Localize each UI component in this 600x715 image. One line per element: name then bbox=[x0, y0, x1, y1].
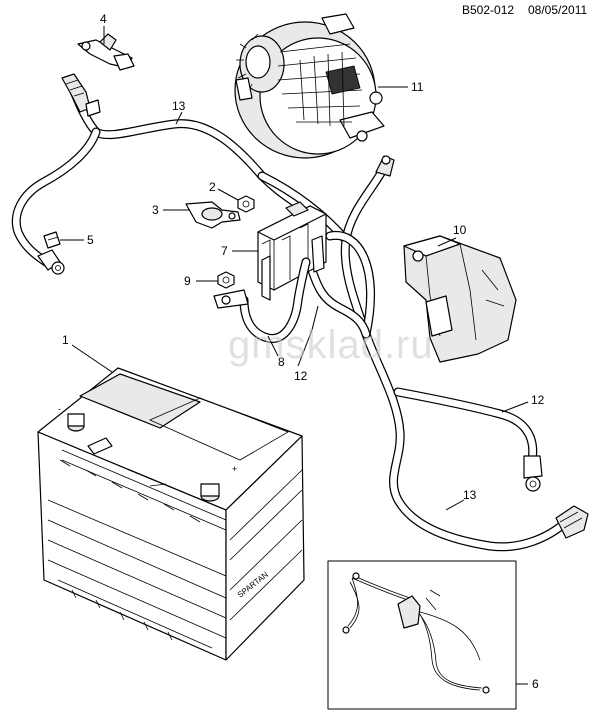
callout-13-top: 13 bbox=[172, 99, 186, 113]
callout-8: 8 bbox=[278, 355, 285, 369]
connector-lower-right bbox=[555, 505, 589, 539]
callout-1: 1 bbox=[62, 333, 69, 347]
ring-terminal-left bbox=[37, 249, 65, 275]
fuse-cover-10 bbox=[403, 235, 517, 363]
callout-6: 6 bbox=[532, 677, 539, 691]
alternator bbox=[234, 13, 385, 159]
ring-terminal-right bbox=[523, 455, 543, 492]
callout-5: 5 bbox=[87, 233, 94, 247]
callout-12-center: 12 bbox=[294, 369, 308, 383]
callout-3: 3 bbox=[152, 203, 159, 217]
diagram-code: B502-012 bbox=[462, 3, 514, 17]
bolt-5 bbox=[43, 231, 61, 249]
cable-13-upper bbox=[11, 77, 351, 267]
callout-11: 11 bbox=[411, 80, 424, 94]
fuse-block-7 bbox=[257, 201, 327, 301]
svg-text:+: + bbox=[232, 464, 237, 474]
watermark: gmsklad.ru bbox=[228, 323, 434, 367]
svg-text:-: - bbox=[58, 404, 61, 414]
diagram-date: 08/05/2011 bbox=[528, 3, 587, 17]
callout-9: 9 bbox=[184, 274, 191, 288]
cable-13-terminal-top bbox=[61, 73, 101, 117]
clamp-4 bbox=[77, 33, 135, 71]
cable-8 bbox=[213, 257, 311, 343]
callout-10: 10 bbox=[453, 223, 467, 237]
callout-13-right: 13 bbox=[463, 488, 477, 502]
callout-12-right: 12 bbox=[531, 393, 545, 407]
battery: SPARTAN + - bbox=[37, 367, 305, 661]
callout-2: 2 bbox=[209, 180, 216, 194]
cable-13-main bbox=[325, 163, 571, 552]
inset-harness-6 bbox=[327, 560, 517, 710]
callout-7: 7 bbox=[221, 244, 228, 258]
callout-4: 4 bbox=[100, 12, 107, 26]
cable-top-terminal bbox=[375, 155, 395, 177]
cable-12 bbox=[305, 259, 538, 465]
nut-9 bbox=[217, 271, 235, 289]
leader-lines bbox=[60, 26, 529, 685]
terminal-plate-3 bbox=[185, 201, 241, 229]
nut-2 bbox=[237, 195, 255, 213]
